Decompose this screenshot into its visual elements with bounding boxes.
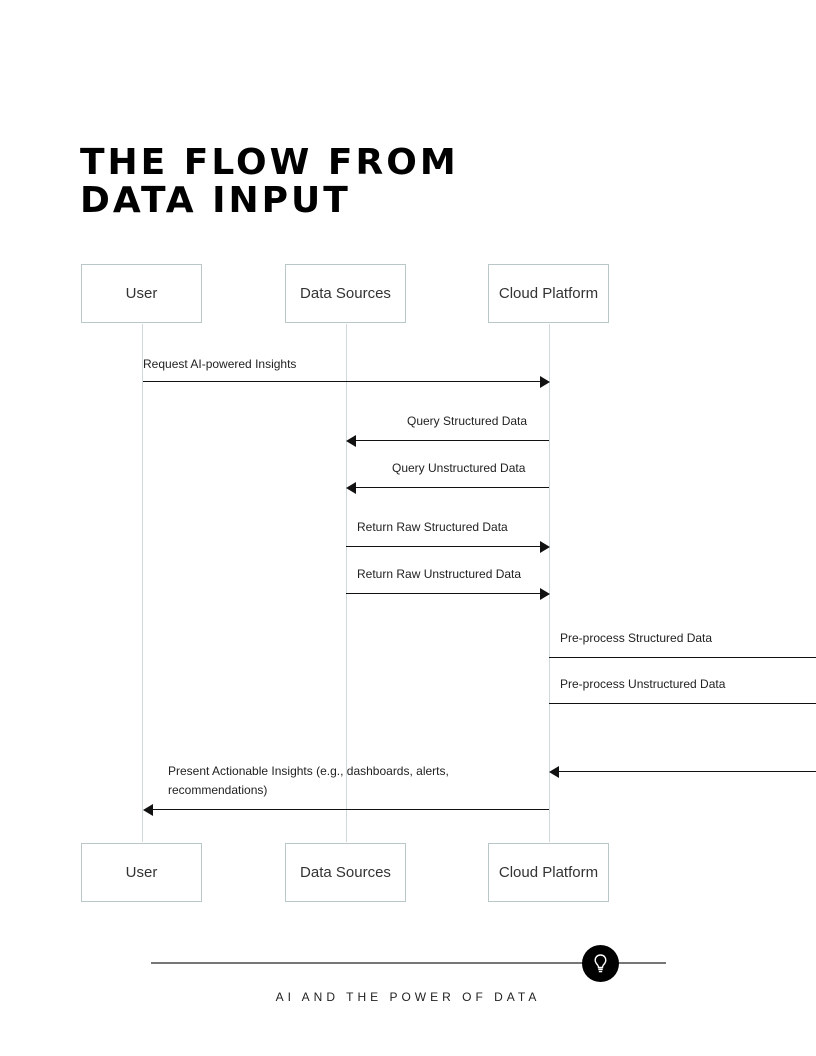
participant-cloud-platform-bottom: Cloud Platform <box>488 843 609 902</box>
message-arrow-present-insights <box>152 809 549 810</box>
message-label-preprocess-unstructured: Pre-process Unstructured Data <box>560 677 726 691</box>
message-arrow-preprocess-unstructured <box>549 703 816 704</box>
message-arrow-return-unstructured <box>346 593 541 594</box>
message-arrow-return-structured <box>346 546 541 547</box>
lifeline-cloud-platform <box>549 324 550 842</box>
message-label-present-insights: Present Actionable Insights (e.g., dashb… <box>168 764 449 797</box>
lifeline-data-sources <box>346 324 347 842</box>
arrowhead-left-icon <box>346 482 356 494</box>
title-line-2: DATA INPUT <box>80 180 351 221</box>
arrowhead-right-icon <box>540 376 550 388</box>
participant-data-sources-bottom: Data Sources <box>285 843 406 902</box>
title-line-1: THE FLOW FROM <box>80 142 459 183</box>
message-label-query-unstructured: Query Unstructured Data <box>392 461 526 475</box>
idea-bulb-icon <box>594 954 607 973</box>
footer-divider <box>151 962 666 964</box>
participant-cloud-platform-top: Cloud Platform <box>488 264 609 323</box>
message-label-return-unstructured: Return Raw Unstructured Data <box>357 567 522 581</box>
message-label-query-structured: Query Structured Data <box>407 414 528 428</box>
arrowhead-left-icon <box>346 435 356 447</box>
arrowhead-left-icon <box>549 766 559 778</box>
arrowhead-left-icon <box>143 804 153 816</box>
message-arrow-preprocess-structured <box>549 657 816 658</box>
message-label-request-insights: Request AI-powered Insights <box>143 357 297 371</box>
footer-badge <box>582 945 619 982</box>
message-label-preprocess-structured: Pre-process Structured Data <box>560 631 713 645</box>
message-arrow-request-insights <box>143 381 541 382</box>
arrowhead-right-icon <box>540 541 550 553</box>
arrowhead-right-icon <box>540 588 550 600</box>
message-arrow-incoming-results <box>558 771 816 772</box>
lifeline-user <box>142 324 143 842</box>
participant-data-sources-top: Data Sources <box>285 264 406 323</box>
message-arrow-query-unstructured <box>355 487 549 488</box>
participant-user-bottom: User <box>81 843 202 902</box>
footer-text: AI AND THE POWER OF DATA <box>275 990 541 1004</box>
message-label-return-structured: Return Raw Structured Data <box>357 520 508 534</box>
participant-user-top: User <box>81 264 202 323</box>
message-arrow-query-structured <box>355 440 549 441</box>
page-title: THE FLOW FROM DATA INPUT <box>80 144 459 220</box>
